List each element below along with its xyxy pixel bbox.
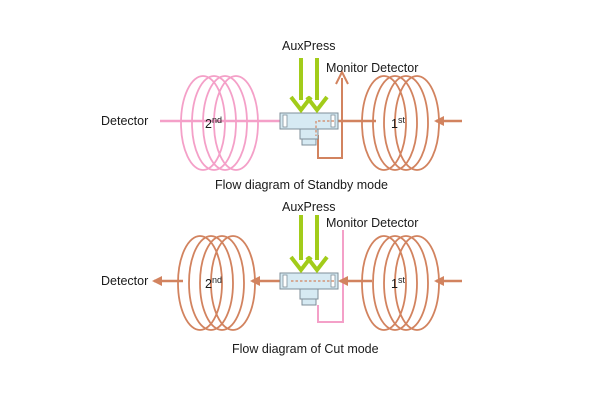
auxpress-label-2: AuxPress	[282, 200, 336, 214]
monitor-detector-label: Monitor Detector	[326, 61, 418, 75]
monitor-detector-label-2: Monitor Detector	[326, 216, 418, 230]
coil-1st-number-cut: 1	[391, 277, 398, 291]
coil-2nd-label-cut: 2nd	[205, 275, 222, 291]
auxpress-arrows	[289, 58, 329, 114]
coil-2nd-label: 2nd	[205, 115, 222, 131]
coil-2nd-number-cut: 2	[205, 277, 212, 291]
coil-2nd-suffix-cut: nd	[212, 275, 222, 285]
tee-fitting	[279, 112, 339, 146]
detector-label-2: Detector	[101, 274, 148, 288]
standby-diagram: AuxPress Monitor Detector Detector 2nd 1…	[101, 39, 462, 192]
standby-caption: Flow diagram of Standby mode	[215, 178, 388, 192]
coil-1st-label: 1st	[391, 115, 405, 131]
monitor-arrow	[335, 69, 349, 85]
tee-fitting-cut	[279, 272, 339, 306]
coil-2nd	[180, 75, 259, 171]
cut-caption: Flow diagram of Cut mode	[232, 342, 379, 356]
cut-diagram: AuxPress Monitor Detector Detector 2nd 1…	[101, 200, 462, 356]
auxpress-label: AuxPress	[282, 39, 336, 53]
coil-1st	[361, 75, 440, 171]
coil-1st-cut	[361, 235, 440, 331]
coil-1st-number: 1	[391, 117, 398, 131]
coil-2nd-number: 2	[205, 117, 212, 131]
coil-1st-suffix: st	[398, 115, 406, 125]
auxpress-arrows-cut	[289, 215, 329, 274]
coil-2nd-cut	[177, 235, 256, 331]
coil-1st-suffix-cut: st	[398, 275, 406, 285]
monitor-line	[317, 78, 343, 159]
coil-1st-label-cut: 1st	[391, 275, 405, 291]
detector-label: Detector	[101, 114, 148, 128]
coil-2nd-suffix: nd	[212, 115, 222, 125]
